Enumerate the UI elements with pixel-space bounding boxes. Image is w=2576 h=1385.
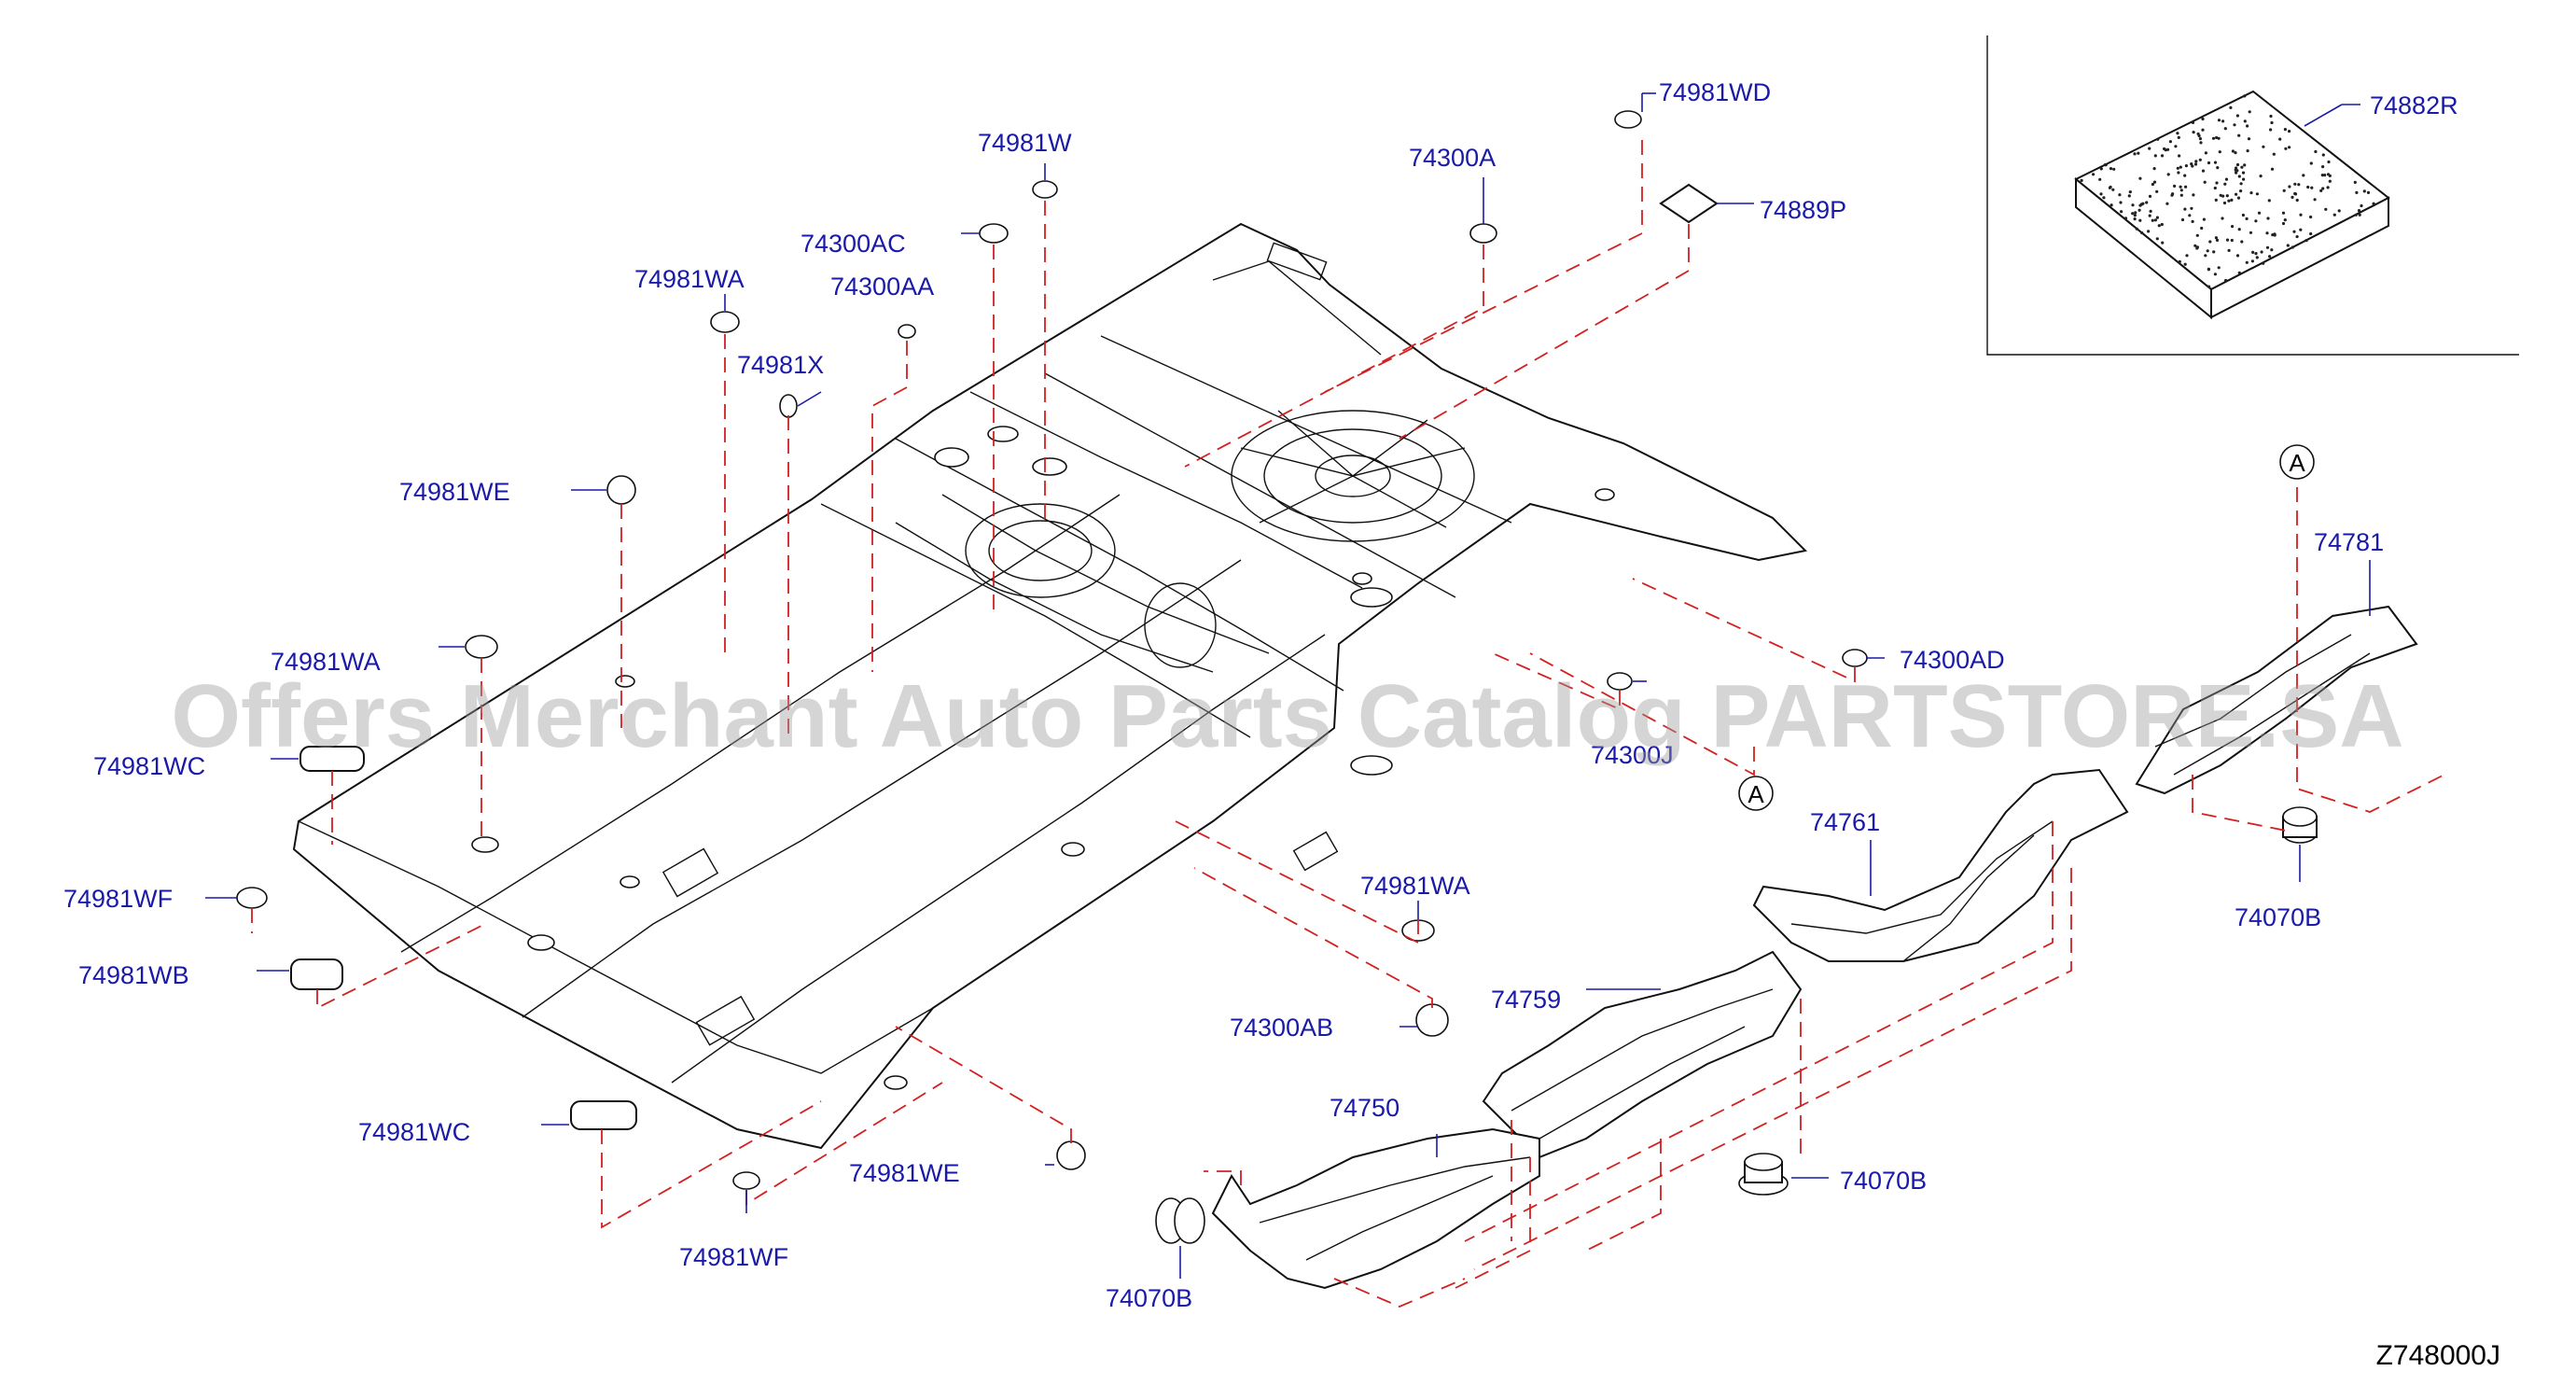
- part-labels: 74981WD 74981W 74300A 74889P 74300AC 749…: [63, 78, 2458, 1312]
- heat-insulator-74761: [1752, 768, 2129, 962]
- heat-insulator-74759: [1482, 950, 1803, 1159]
- label-74300ac[interactable]: 74300AC: [801, 230, 906, 258]
- mount-74070b-right: [2282, 806, 2318, 844]
- label-74981we-top[interactable]: 74981WE: [399, 478, 510, 506]
- mount-74070b-mid: [1738, 1153, 1789, 1196]
- reference-marker-right: A: [2279, 444, 2315, 480]
- plug-74981wd: [1614, 110, 1642, 129]
- label-74761[interactable]: 74761: [1810, 808, 1880, 836]
- heat-insulator-74781: [2135, 605, 2418, 795]
- label-74981wc-left[interactable]: 74981WC: [93, 752, 205, 780]
- plug-74981x: [779, 394, 798, 418]
- label-74070b-bottom[interactable]: 74070B: [1106, 1284, 1192, 1312]
- plug-74981wf-bottom: [732, 1171, 760, 1190]
- label-74070b-right[interactable]: 74070B: [2235, 903, 2321, 931]
- plug-74981wa-left: [465, 635, 498, 659]
- label-74300aa[interactable]: 74300AA: [830, 273, 934, 301]
- reference-marker-center: A: [1738, 776, 1774, 811]
- label-74300j[interactable]: 74300J: [1591, 741, 1674, 769]
- plug-74981wf-left: [236, 887, 268, 909]
- svg-text:A: A: [1748, 780, 1764, 808]
- label-74981wf-left[interactable]: 74981WF: [63, 885, 173, 913]
- insulator-pad-74882r: [2074, 90, 2390, 320]
- plug-74981we-top: [606, 475, 636, 505]
- label-74981wa-top[interactable]: 74981WA: [634, 265, 745, 293]
- plug-74981we-bottom: [1056, 1140, 1086, 1170]
- plug-74300ac: [979, 223, 1009, 244]
- label-74981wf-bottom[interactable]: 74981WF: [679, 1243, 788, 1271]
- plug-74981w: [1032, 180, 1058, 199]
- label-74882r[interactable]: 74882R: [2370, 91, 2458, 119]
- label-74070b-mid[interactable]: 74070B: [1840, 1167, 1927, 1195]
- plugs: [236, 110, 2318, 1244]
- inset-frame: [1986, 35, 2519, 356]
- label-74981wd[interactable]: 74981WD: [1659, 78, 1771, 106]
- label-74781[interactable]: 74781: [2314, 528, 2384, 556]
- label-74981w[interactable]: 74981W: [978, 129, 1072, 157]
- label-74981wc-bottom[interactable]: 74981WC: [358, 1118, 470, 1146]
- label-74981wa-left[interactable]: 74981WA: [271, 648, 381, 676]
- label-74300a[interactable]: 74300A: [1409, 144, 1496, 172]
- leader-lines: [205, 92, 2371, 1279]
- plug-74300aa: [898, 324, 916, 339]
- label-74300ad[interactable]: 74300AD: [1900, 646, 2005, 674]
- label-74981x[interactable]: 74981X: [737, 351, 824, 379]
- diagram-code: Z748000J: [2376, 1340, 2500, 1371]
- label-74759[interactable]: 74759: [1491, 986, 1561, 1014]
- plug-74300j: [1607, 672, 1633, 691]
- label-74981wb[interactable]: 74981WB: [78, 961, 189, 989]
- plug-74300a: [1469, 223, 1497, 244]
- pad-74889p: [1659, 183, 1719, 224]
- plug-74981wa-top: [710, 311, 740, 333]
- plug-74981wb: [290, 958, 343, 990]
- label-74300ab[interactable]: 74300AB: [1230, 1014, 1333, 1042]
- svg-text:A: A: [2289, 449, 2305, 477]
- heat-insulator-74750: [1211, 1127, 1540, 1290]
- floor-panel: [292, 222, 1808, 1150]
- watermark-text: Offers Merchant Auto Parts Catalog PARTS…: [171, 666, 2403, 766]
- plug-74300ab: [1415, 1003, 1449, 1037]
- label-74981we-bottom[interactable]: 74981WE: [849, 1159, 960, 1187]
- plug-74981wc-bottom: [570, 1100, 637, 1130]
- label-74750[interactable]: 74750: [1330, 1094, 1399, 1122]
- mount-74070b-bottom: [1155, 1197, 1205, 1244]
- assembly-lines: [251, 140, 2445, 1308]
- label-74889p[interactable]: 74889P: [1760, 196, 1846, 224]
- label-74981wa-right[interactable]: 74981WA: [1360, 872, 1470, 900]
- plug-74300ad: [1842, 649, 1868, 667]
